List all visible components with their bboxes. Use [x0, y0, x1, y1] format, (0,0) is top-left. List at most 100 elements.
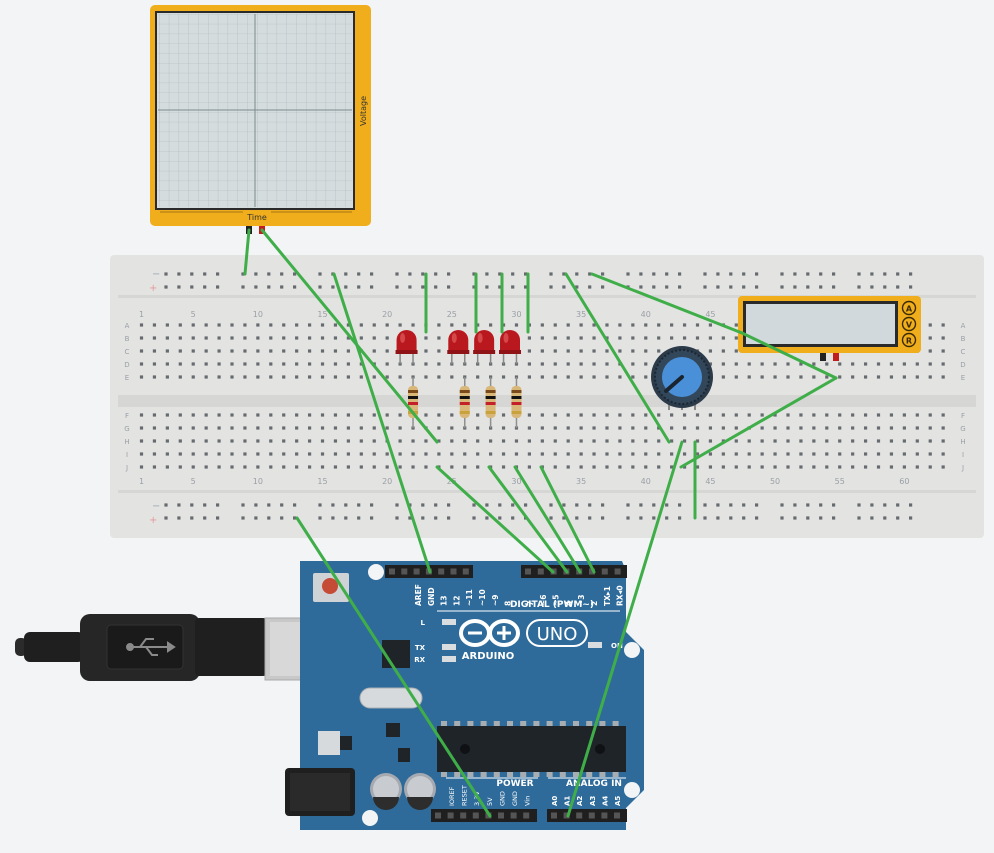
svg-text:~5: ~5: [552, 594, 561, 606]
resistor[interactable]: [485, 377, 496, 428]
svg-text:40: 40: [641, 310, 651, 319]
svg-text:A0: A0: [551, 796, 559, 806]
svg-text:30: 30: [511, 477, 521, 486]
wire-pot-wiper-to-a1[interactable]: [566, 440, 684, 818]
svg-text:20: 20: [382, 310, 392, 319]
svg-text:B: B: [961, 335, 966, 343]
svg-text:1: 1: [139, 310, 144, 319]
red-led[interactable]: [473, 330, 496, 364]
wire-meter-probe[interactable]: [740, 331, 838, 380]
svg-text:L: L: [421, 619, 426, 627]
svg-text:J: J: [125, 464, 128, 472]
svg-text:45: 45: [705, 310, 715, 319]
multimeter-display: [746, 304, 895, 344]
arduino-brand-text: ARDUINO: [462, 651, 514, 662]
red-led[interactable]: [395, 330, 418, 364]
svg-text:ON: ON: [611, 642, 623, 650]
multimeter-mode-r-button[interactable]: R: [901, 332, 917, 348]
usb-cable[interactable]: [15, 614, 350, 681]
potentiometer[interactable]: [651, 346, 713, 410]
wire-5v-to-rail[interactable]: [295, 516, 492, 818]
power-header[interactable]: [431, 809, 537, 822]
svg-text:A: A: [125, 322, 130, 330]
onboard-led-l: [442, 619, 456, 625]
svg-text:A3: A3: [589, 796, 597, 806]
svg-text:I: I: [126, 451, 128, 459]
svg-text:50: 50: [770, 477, 780, 486]
resistor[interactable]: [459, 377, 470, 428]
svg-text:TX: TX: [415, 644, 426, 652]
wire-pin5[interactable]: [487, 465, 569, 574]
svg-text:A: A: [961, 322, 966, 330]
resistor[interactable]: [511, 377, 522, 428]
red-led[interactable]: [499, 330, 522, 364]
svg-text:4: 4: [564, 601, 573, 606]
svg-text:H: H: [960, 438, 965, 446]
wire-pin2[interactable]: [539, 465, 596, 574]
svg-text:R: R: [906, 336, 912, 345]
svg-text:RX◂0: RX◂0: [616, 585, 625, 606]
svg-text:55: 55: [835, 477, 845, 486]
svg-text:10: 10: [253, 310, 263, 319]
onboard-led-on: [588, 642, 602, 648]
svg-text:20: 20: [382, 477, 392, 486]
svg-text:8: 8: [504, 601, 513, 606]
potentiometer-knob-indicator: [664, 375, 684, 393]
svg-text:30: 30: [511, 310, 521, 319]
time-axis-label: Time: [246, 213, 267, 222]
analog-header[interactable]: [547, 809, 627, 822]
analog-in-label: ANALOG IN: [566, 779, 622, 789]
svg-text:RX: RX: [414, 656, 425, 664]
svg-text:IOREF: IOREF: [448, 786, 456, 806]
multimeter-mode-a-button[interactable]: A: [901, 300, 917, 316]
svg-text:G: G: [960, 425, 965, 433]
svg-text:A2: A2: [576, 796, 584, 806]
reset-button-cap[interactable]: [322, 578, 338, 594]
red-led[interactable]: [447, 330, 470, 364]
svg-text:5: 5: [191, 477, 196, 486]
wire-meter-to-board[interactable]: [679, 376, 838, 469]
svg-text:+: +: [149, 283, 157, 294]
svg-text:TX▸1: TX▸1: [603, 586, 612, 606]
svg-text:C: C: [961, 348, 966, 356]
oscilloscope[interactable]: Time Voltage: [150, 5, 371, 234]
svg-text:13: 13: [440, 596, 449, 606]
svg-text:−: −: [152, 269, 160, 280]
multimeter-probe-positive[interactable]: [833, 353, 839, 361]
wire-scope-gnd[interactable]: [243, 228, 251, 276]
svg-text:A5: A5: [614, 796, 622, 806]
multimeter[interactable]: AVR: [738, 296, 921, 361]
svg-text:2: 2: [590, 601, 599, 606]
svg-text:RESET: RESET: [461, 785, 469, 806]
svg-text:GND: GND: [427, 587, 436, 606]
svg-text:F: F: [961, 412, 965, 420]
svg-text:Vin: Vin: [524, 796, 532, 806]
svg-text:10: 10: [253, 477, 263, 486]
wire-meter-com[interactable]: [590, 272, 744, 335]
svg-text:GND: GND: [511, 791, 519, 806]
svg-text:AREF: AREF: [414, 584, 423, 606]
svg-text:5V: 5V: [486, 797, 494, 806]
svg-text:E: E: [125, 374, 129, 382]
wire-pin6[interactable]: [435, 465, 555, 574]
svg-text:35: 35: [576, 477, 586, 486]
multimeter-mode-v-button[interactable]: V: [901, 316, 917, 332]
uno-badge: [526, 619, 588, 647]
digital-header-right[interactable]: [521, 565, 627, 578]
wire-gnd-rail-to-arduino[interactable]: [332, 272, 432, 574]
svg-text:60: 60: [899, 477, 909, 486]
svg-text:I: I: [962, 451, 964, 459]
svg-text:5: 5: [191, 310, 196, 319]
wire-pin3[interactable]: [513, 465, 582, 574]
wire-pot-left[interactable]: [564, 272, 671, 444]
multimeter-probe-negative[interactable]: [820, 353, 826, 361]
svg-text:25: 25: [447, 310, 457, 319]
svg-text:−: −: [152, 501, 160, 512]
breadboard-holes: [139, 272, 945, 520]
wires[interactable]: [243, 228, 838, 818]
wire-scope-signal[interactable]: [260, 228, 439, 444]
